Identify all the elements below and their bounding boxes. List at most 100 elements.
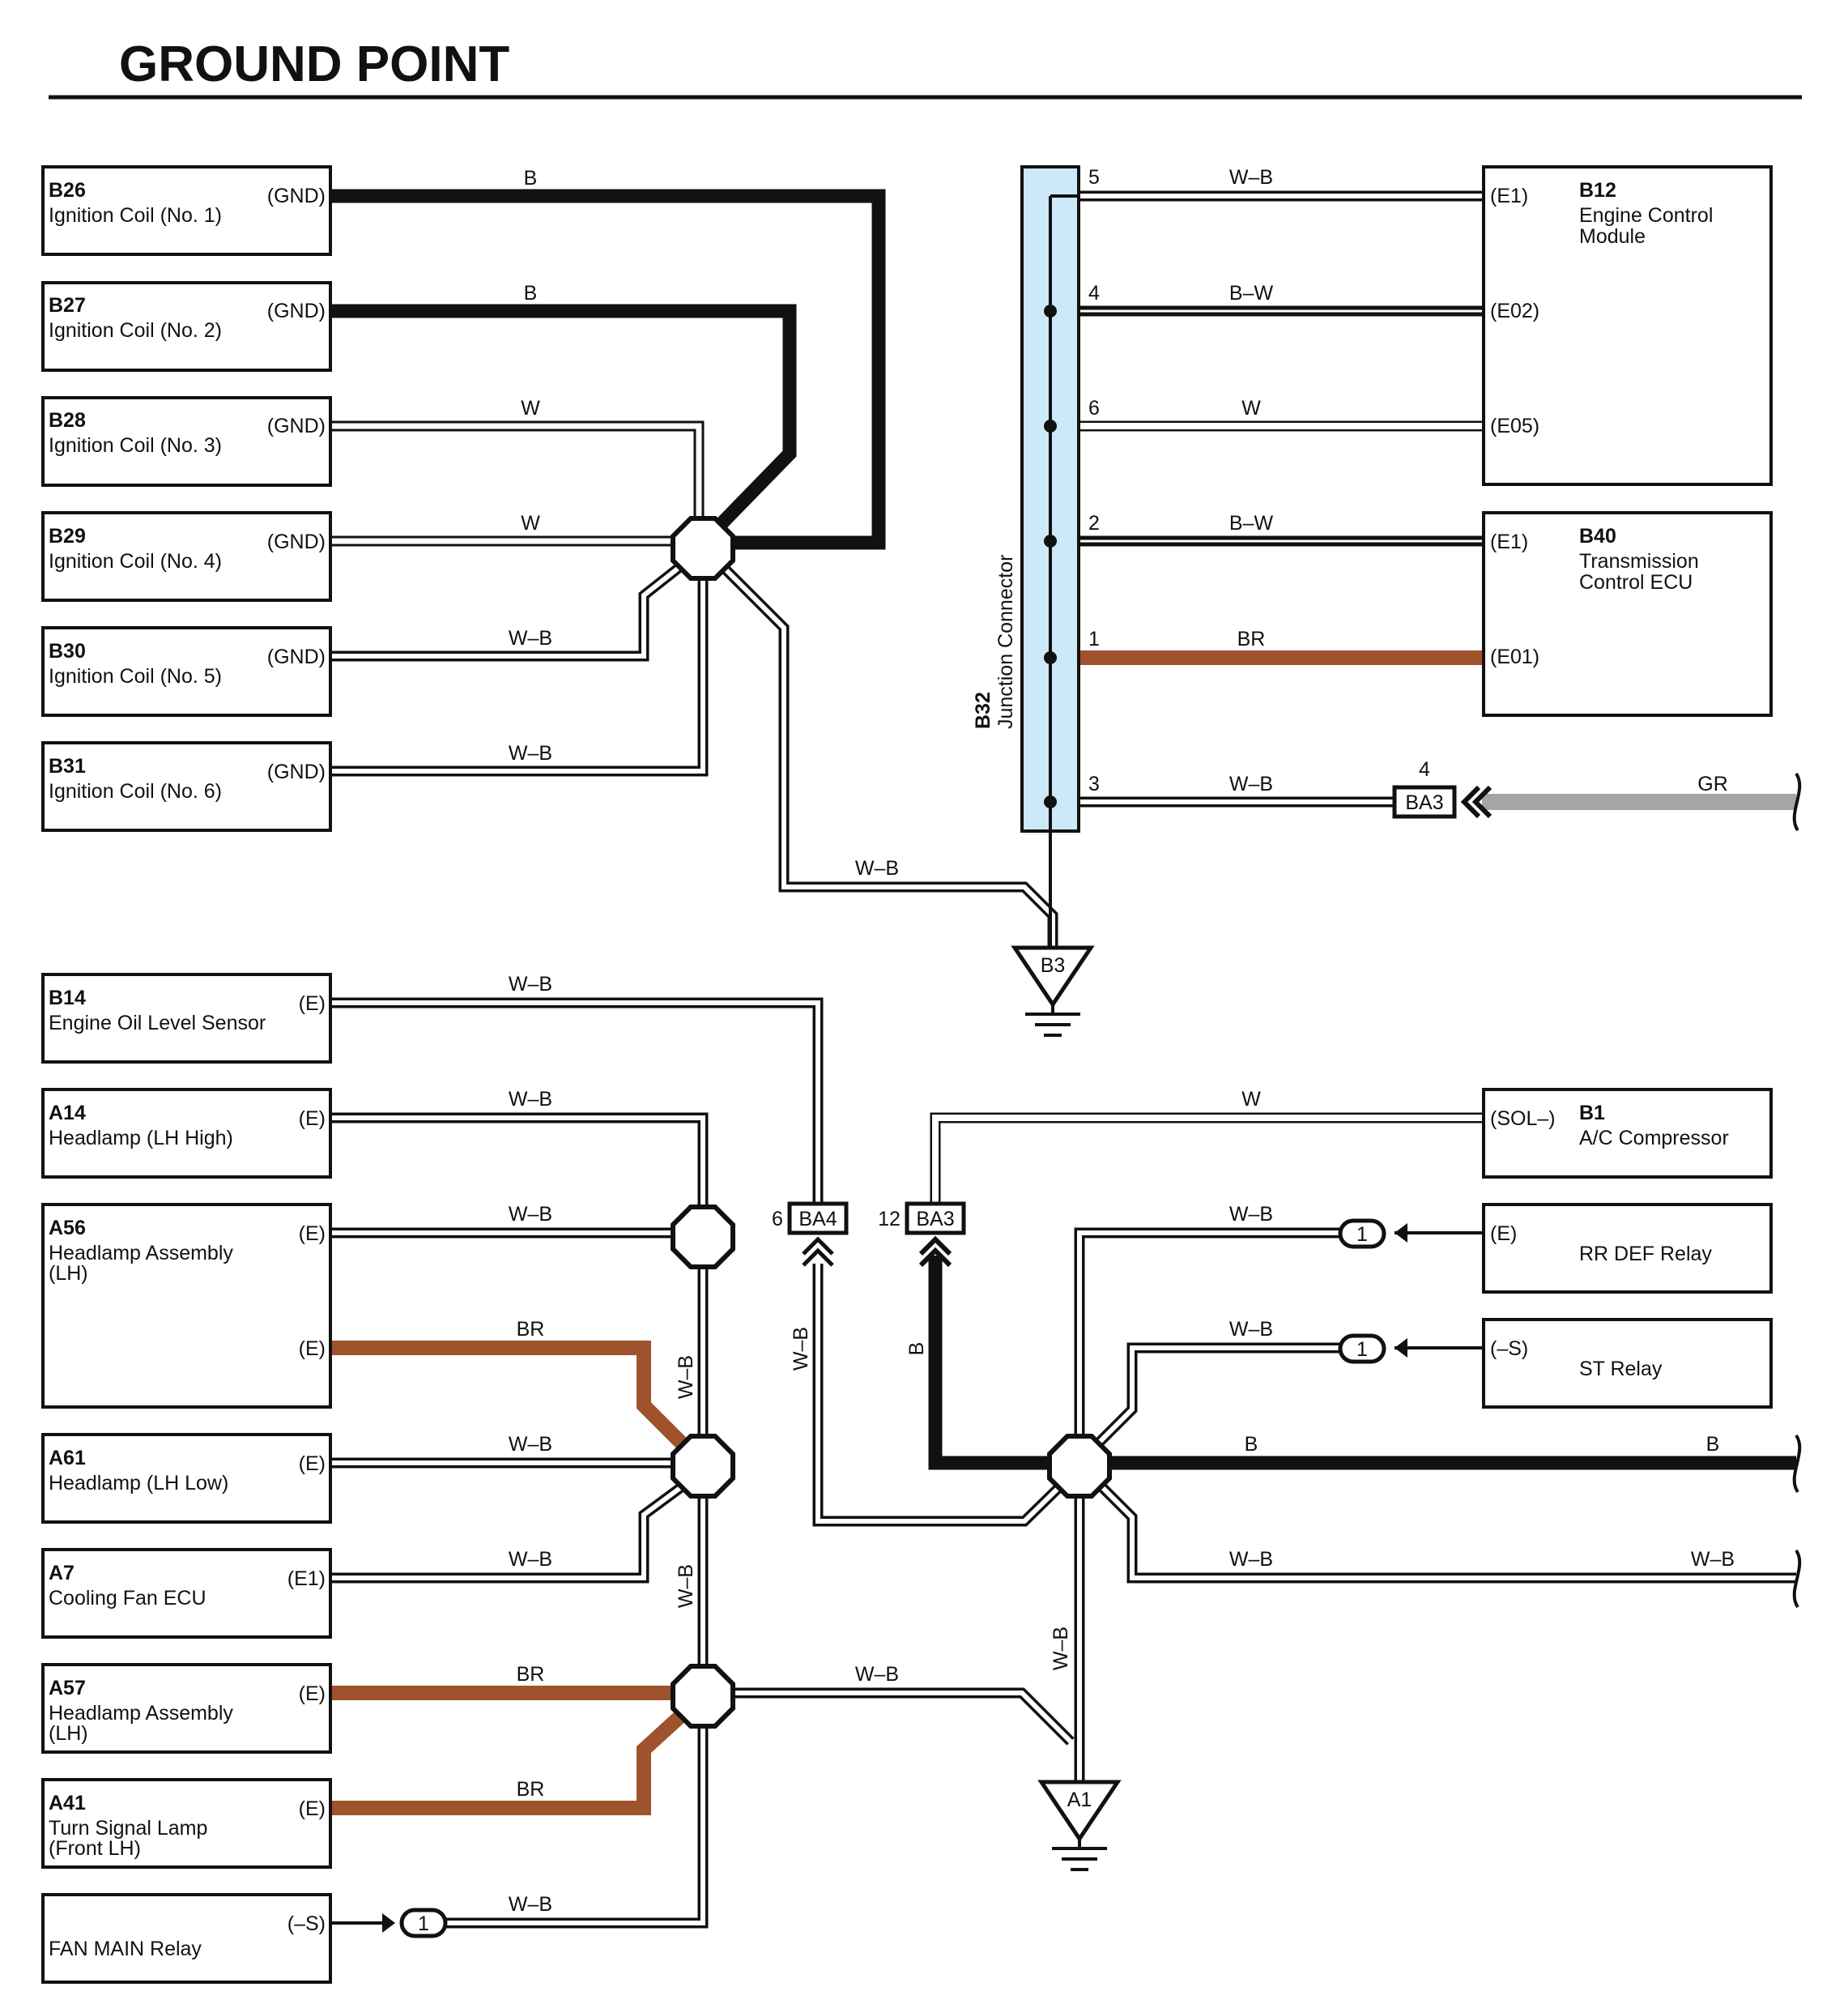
a14-code: A14 xyxy=(49,1102,86,1124)
a61-name: Headlamp (LH Low) xyxy=(49,1472,228,1494)
component-st-relay xyxy=(1482,1318,1773,1409)
wire-labels: B B W W W–B W–B W–B B–W W B–W BR W–B GR … xyxy=(509,166,1735,1916)
component-b40 xyxy=(1482,511,1773,717)
b1-pin: (SOL–) xyxy=(1490,1107,1556,1130)
wire-label: W–B xyxy=(1229,166,1273,189)
wire-b1 xyxy=(930,1112,1484,1207)
jc-name: Junction Connector xyxy=(994,555,1017,729)
jc-pin-6: 6 xyxy=(1088,397,1100,420)
component-b28 xyxy=(41,396,332,487)
b1-code: B1 xyxy=(1579,1102,1605,1124)
b40-name-2: Control ECU xyxy=(1579,571,1693,594)
a61-pin: (E) xyxy=(299,1452,326,1475)
jc-pin-1: 1 xyxy=(1088,628,1100,650)
a7-pin: (E1) xyxy=(287,1567,326,1590)
wire-label: W–B xyxy=(675,1355,697,1399)
component-rr-def-relay xyxy=(1482,1203,1773,1294)
wire-label: B xyxy=(524,167,538,190)
junction-dot xyxy=(1044,305,1057,318)
component-a61 xyxy=(41,1433,332,1524)
wire-label: B xyxy=(524,282,538,305)
b14-name: Engine Oil Level Sensor xyxy=(49,1012,266,1034)
components: B26 Ignition Coil (No. 1) (GND) B27 Igni… xyxy=(41,165,1773,1984)
st-pin: (–S) xyxy=(1490,1337,1528,1360)
splice-node xyxy=(1047,1434,1112,1499)
b30-pin: (GND) xyxy=(267,646,326,668)
wire-label: W xyxy=(521,512,540,535)
ba4-label: BA4 xyxy=(798,1208,837,1230)
component-fan-main-relay xyxy=(41,1893,332,1984)
wire-label: W–B xyxy=(509,1433,552,1456)
connector-1-label: 1 xyxy=(1356,1223,1368,1246)
a61-code: A61 xyxy=(49,1447,86,1469)
chevron-icon xyxy=(918,1235,952,1268)
b12-pin-e05: (E05) xyxy=(1490,415,1539,437)
wire-label: B xyxy=(1245,1433,1258,1456)
wires xyxy=(332,189,1796,1929)
b31-name: Ignition Coil (No. 6) xyxy=(49,780,222,803)
junction-dot xyxy=(1044,535,1057,548)
wire-label: BR xyxy=(517,1663,545,1686)
break-icon xyxy=(1792,772,1802,832)
wire-label: W–B xyxy=(509,742,552,765)
connector-1-st xyxy=(1338,1333,1386,1364)
component-b14 xyxy=(41,973,332,1064)
b27-code: B27 xyxy=(49,294,86,317)
connector-ba4 xyxy=(787,1201,849,1235)
jc-pin-2: 2 xyxy=(1088,512,1100,535)
b29-code: B29 xyxy=(49,525,86,548)
page-title: GROUND POINT xyxy=(119,36,509,92)
component-b29 xyxy=(41,511,332,602)
b28-code: B28 xyxy=(49,409,86,432)
wire-label: W–B xyxy=(509,1088,552,1111)
component-b30 xyxy=(41,626,332,717)
ba3-top-label: BA3 xyxy=(1405,791,1443,814)
st-name: ST Relay xyxy=(1579,1358,1663,1380)
jc-pin-3: 3 xyxy=(1088,773,1100,795)
b40-pin-e01: (E01) xyxy=(1490,646,1539,668)
inline-connectors: BA3 4 BA4 6 BA3 12 1 1 1 xyxy=(330,758,1492,1938)
a57-pin: (E) xyxy=(299,1682,326,1705)
a41-code: A41 xyxy=(49,1792,86,1814)
a7-name: Cooling Fan ECU xyxy=(49,1587,207,1610)
junction-connector-b32: 5 4 6 2 1 3 B32 Junction Connector xyxy=(972,165,1100,948)
wire-label: W–B xyxy=(509,627,552,650)
a56-code: A56 xyxy=(49,1217,86,1239)
b12-code: B12 xyxy=(1579,179,1616,202)
a41-name-1: Turn Signal Lamp xyxy=(49,1817,207,1840)
wire-a41 xyxy=(332,1702,696,1815)
wire-ba3-v xyxy=(928,1256,1053,1470)
ground-b3: B3 xyxy=(1011,945,1095,1037)
ba4-pin: 6 xyxy=(772,1208,783,1230)
wire-label: W xyxy=(1241,1088,1261,1111)
wire-label: W–B xyxy=(1229,1318,1273,1341)
a56-name-1: Headlamp Assembly xyxy=(49,1242,233,1264)
b30-name: Ignition Coil (No. 5) xyxy=(49,665,222,688)
ba3-top-pin: 4 xyxy=(1419,758,1430,781)
arrow-icon xyxy=(382,1913,395,1933)
wire-label: W–B xyxy=(1229,773,1273,795)
a56-pin-2: (E) xyxy=(299,1337,326,1360)
fan-name: FAN MAIN Relay xyxy=(49,1938,202,1960)
wire-label: B–W xyxy=(1229,282,1274,305)
wire-label: W–B xyxy=(509,1548,552,1571)
chevron-icon xyxy=(1460,785,1492,819)
wire-breaks xyxy=(1792,772,1802,1609)
component-a41 xyxy=(41,1778,332,1869)
b26-pin: (GND) xyxy=(267,185,326,207)
b27-name: Ignition Coil (No. 2) xyxy=(49,319,222,342)
b27-pin: (GND) xyxy=(267,300,326,322)
wire-label: W xyxy=(521,397,540,420)
a41-pin: (E) xyxy=(299,1797,326,1820)
wire-a56b xyxy=(332,1341,694,1456)
b14-code: B14 xyxy=(49,987,86,1009)
component-a7 xyxy=(41,1548,332,1639)
jc-pin-4: 4 xyxy=(1088,282,1100,305)
a41-name-2: (Front LH) xyxy=(49,1837,141,1860)
b29-pin: (GND) xyxy=(267,531,326,553)
component-b27 xyxy=(41,281,332,372)
connector-1-fan xyxy=(399,1908,448,1938)
wire-b27 xyxy=(332,304,797,548)
break-icon xyxy=(1792,1434,1802,1494)
b40-pin-e1: (E1) xyxy=(1490,531,1528,553)
